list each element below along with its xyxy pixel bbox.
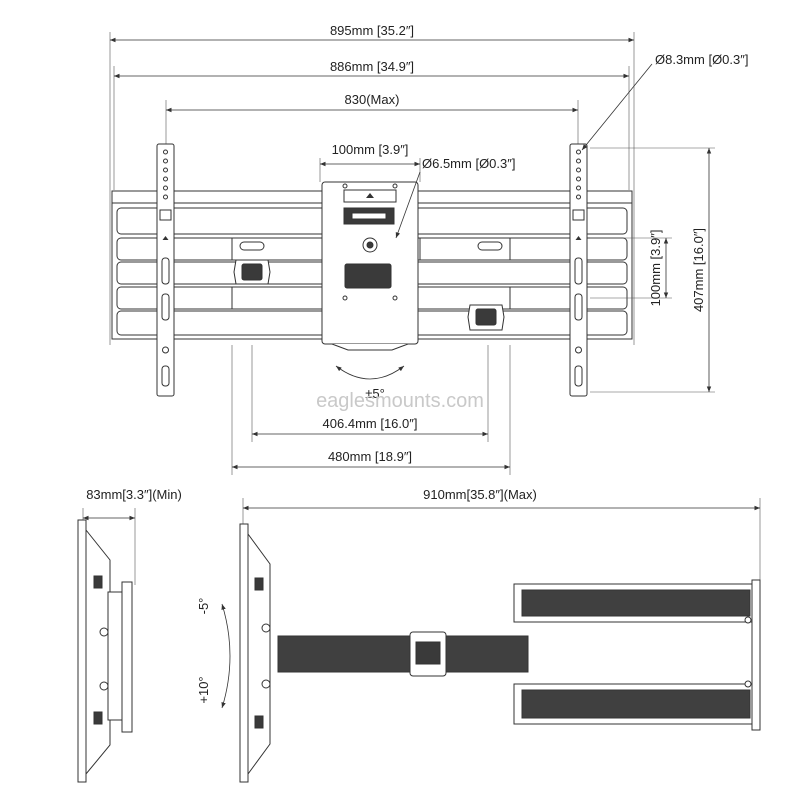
label-max-extension: 910mm[35.8″](Max) <box>423 487 537 502</box>
front-view <box>109 32 715 475</box>
clip-min-top <box>93 575 103 589</box>
label-vesa-height: 100mm [3.9″] <box>648 230 663 307</box>
side-view-max <box>221 498 761 783</box>
watermark: eaglesmounts.com <box>316 390 484 412</box>
label-bracket-height: 407mm [16.0″] <box>691 228 706 312</box>
vertical-bracket-right <box>569 143 588 397</box>
pivot-min-top <box>99 627 109 637</box>
label-hole-large: Ø8.3mm [Ø0.3″] <box>655 52 748 67</box>
wall-plate-min <box>121 581 133 733</box>
wall-plate-max <box>751 579 761 731</box>
tv-back-min <box>85 528 111 776</box>
screw-top <box>744 616 752 624</box>
clip-min-bottom <box>93 711 103 725</box>
pivot-max-top <box>261 623 271 633</box>
vertical-bracket-left <box>156 143 175 397</box>
slot-left <box>239 241 265 251</box>
wall-mount-lower-bar <box>521 689 751 719</box>
slot-right <box>477 241 503 251</box>
tv-panel-min <box>77 519 87 783</box>
clip-max-bottom <box>254 715 264 729</box>
label-tilt-down: +10° <box>196 676 211 703</box>
tilt-arc-front <box>335 365 405 380</box>
label-min-depth: 83mm[3.3″](Min) <box>86 487 182 502</box>
label-plate-width: 100mm [3.9″] <box>332 142 409 157</box>
leader-hole-small <box>395 171 421 239</box>
label-tilt-front: ±5° <box>365 386 385 401</box>
tilt-arc-side <box>221 603 231 709</box>
wall-plate <box>321 181 419 351</box>
arm-folded-min <box>107 591 123 721</box>
pivot-min-bottom <box>99 681 109 691</box>
arm-segment-inner <box>277 635 529 673</box>
label-vesa-width: 406.4mm [16.0″] <box>323 416 418 431</box>
tv-back-max <box>247 532 271 776</box>
leader-hole-large <box>581 63 653 151</box>
label-frame-width: 886mm [34.9″] <box>330 59 414 74</box>
side-view-min <box>77 508 136 783</box>
joint-right-core <box>475 308 497 326</box>
clip-max-top <box>254 577 264 591</box>
screw-bottom <box>744 680 752 688</box>
label-max-span: 830(Max) <box>345 92 400 107</box>
tv-panel-max <box>239 523 249 783</box>
label-overall-width: 895mm [35.2″] <box>330 23 414 38</box>
pivot-max-bottom <box>261 679 271 689</box>
label-arm-spacing: 480mm [18.9″] <box>328 449 412 464</box>
label-tilt-up: -5° <box>196 598 211 615</box>
joint-left-core <box>241 263 263 281</box>
wall-mount-upper-bar <box>521 589 751 617</box>
label-hole-small: Ø6.5mm [Ø0.3″] <box>422 156 515 171</box>
arm-elbow-core <box>415 641 441 665</box>
